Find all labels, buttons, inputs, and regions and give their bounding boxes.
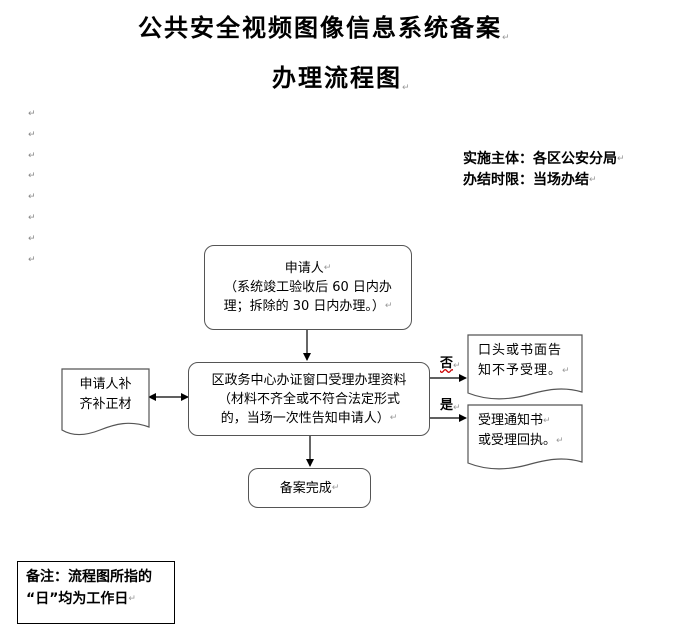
start-applicant-box: 申请人↵ （系统竣工验收后 60 日内办 理；拆除的 30 日内办理。）↵ (204, 245, 412, 330)
reject-doc-shape (467, 334, 583, 400)
accept-result-doc: 受理通知书↵ 或受理回执。↵ (478, 411, 582, 451)
paragraph-mark: ↵ (28, 109, 36, 119)
paragraph-mark: ↵ (28, 171, 36, 182)
note-line1: 备注：流程图所指的 (26, 569, 152, 585)
time-limit-info: 办结时限：当场办结↵ (463, 172, 597, 188)
reject-line1: 口头或书面告 (478, 343, 563, 358)
process-line1: 区政务中心办证窗口受理办理资料 (211, 372, 407, 388)
process-line3: 的，当场一次性告知申请人）↵ (220, 410, 398, 426)
accept-doc-shape (467, 404, 583, 470)
start-detail-line2: 理；拆除的 30 日内办理。）↵ (223, 299, 393, 314)
start-title: 申请人↵ (284, 261, 332, 276)
supplement-line2: 齐补正材 (79, 397, 132, 412)
paragraph-mark: ↵ (28, 233, 36, 244)
accept-line2: 或受理回执。↵ (478, 433, 564, 448)
paragraph-mark: ↵ (28, 192, 36, 203)
reject-line2: 知不予受理。↵ (478, 363, 570, 378)
reject-result-doc: 口头或书面告 知不予受理。↵ (478, 341, 582, 381)
supplement-materials-doc: 申请人补 齐补正材 (62, 375, 149, 415)
note-line2: “日”均为工作日↵ (26, 591, 136, 607)
accept-label: 是↵ (440, 398, 461, 413)
end-filing-complete-box: 备案完成↵ (248, 468, 371, 508)
supplement-line1: 申请人补 (79, 377, 132, 392)
process-line2: （材料不齐全或不符合法定形式 (217, 391, 400, 407)
implementer-info: 实施主体：各区公安分局↵ (463, 151, 625, 167)
empty-paragraphs: ↵ ↵ ↵ ↵ ↵ ↵ ↵ ↵ (28, 104, 36, 270)
supplement-doc-shape (61, 368, 150, 436)
paragraph-mark: ↵ (28, 150, 36, 161)
reject-label: 否↵ (440, 356, 461, 371)
paragraph-mark: ↵ (28, 254, 36, 265)
end-label: 备案完成↵ (279, 480, 340, 496)
start-detail-line1: （系统竣工验收后 60 日内办 (224, 280, 392, 295)
document-title-line2: 办理流程图↵ (272, 64, 410, 93)
document-title-line1: 公共安全视频图像信息系统备案↵ (138, 14, 510, 43)
paragraph-mark: ↵ (28, 129, 36, 140)
note-box: 备注：流程图所指的 “日”均为工作日↵ (17, 561, 175, 624)
accept-line1: 受理通知书↵ (478, 413, 551, 428)
paragraph-mark: ↵ (28, 212, 36, 223)
process-window-box: 区政务中心办证窗口受理办理资料 （材料不齐全或不符合法定形式 的，当场一次性告知… (188, 362, 430, 436)
